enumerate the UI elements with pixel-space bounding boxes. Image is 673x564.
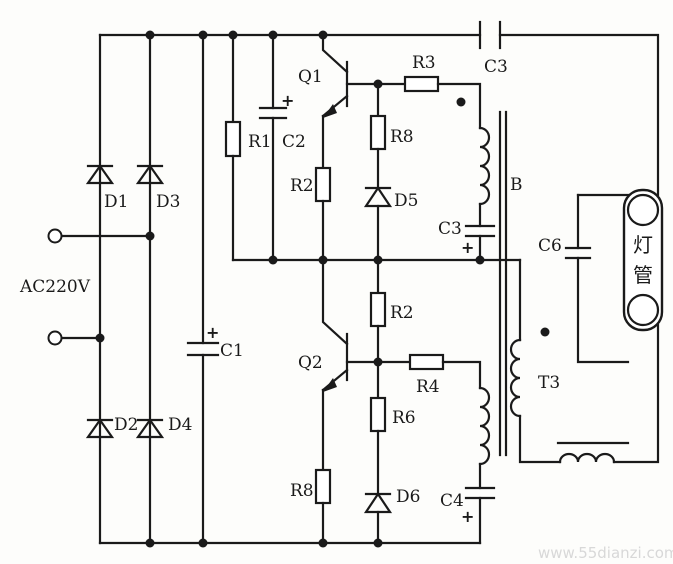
label-d1: D1 bbox=[104, 192, 128, 212]
label-c1: C1 bbox=[220, 341, 244, 361]
plus-c2: + bbox=[281, 91, 294, 110]
label-d3: D3 bbox=[156, 192, 180, 212]
resistor-r6 bbox=[369, 360, 387, 496]
label-q2: Q2 bbox=[298, 353, 323, 373]
label-r8-upper: R8 bbox=[390, 127, 414, 147]
transformer-t3-winding bbox=[509, 258, 562, 464]
ballast-inductor bbox=[556, 323, 660, 464]
resistor-r2-upper bbox=[314, 114, 332, 262]
resistor-r3 bbox=[376, 75, 482, 130]
label-r1: R1 bbox=[248, 132, 272, 152]
label-c2: C2 bbox=[282, 132, 306, 152]
diode-d2 bbox=[85, 418, 115, 439]
top-rail bbox=[98, 33, 660, 197]
plus-c1: + bbox=[206, 323, 219, 342]
label-r2-upper: R2 bbox=[290, 176, 314, 196]
component-labels: D1 D3 AC220V D2 D4 C1 R1 C2 Q1 R2 R8 D5 … bbox=[19, 53, 562, 511]
winding-upper bbox=[456, 97, 491, 228]
polarity-marks: + + + + bbox=[206, 91, 474, 526]
label-c6: C6 bbox=[538, 236, 562, 256]
label-c3-lower: C3 bbox=[438, 219, 462, 239]
resistor-r2-lower bbox=[369, 258, 387, 364]
junction-dots bbox=[95, 30, 485, 548]
label-r4: R4 bbox=[416, 377, 440, 397]
diode-d5 bbox=[363, 186, 393, 262]
diode-d6 bbox=[363, 492, 393, 545]
winding-lower bbox=[478, 386, 491, 490]
resistor-r1 bbox=[224, 33, 242, 262]
label-b: B bbox=[510, 175, 523, 195]
diode-d4 bbox=[135, 418, 165, 439]
capacitor-c3-top bbox=[478, 20, 502, 50]
watermark: www.55dianzi.com bbox=[538, 544, 673, 562]
capacitor-c1 bbox=[186, 33, 220, 545]
label-d4: D4 bbox=[168, 415, 192, 435]
label-c4: C4 bbox=[440, 491, 464, 511]
label-d5: D5 bbox=[394, 191, 418, 211]
transistor-q1 bbox=[321, 33, 380, 118]
diode-d3 bbox=[135, 164, 165, 185]
label-d2: D2 bbox=[114, 415, 138, 435]
lamp-tube bbox=[622, 188, 664, 332]
label-r6: R6 bbox=[392, 408, 416, 428]
label-r8-lower: R8 bbox=[290, 481, 314, 501]
resistor-r8-upper bbox=[369, 82, 387, 190]
label-d6: D6 bbox=[396, 487, 420, 507]
bridge-rectifier bbox=[85, 33, 165, 545]
lamp-label-char-2: 管 bbox=[633, 263, 653, 287]
transformer-core bbox=[498, 110, 508, 457]
diode-d1 bbox=[85, 164, 115, 185]
plus-c3: + bbox=[461, 238, 474, 257]
capacitor-c2 bbox=[258, 33, 288, 262]
label-r3: R3 bbox=[412, 53, 436, 73]
resistor-r8-lower bbox=[314, 388, 332, 545]
capacitor-c6 bbox=[564, 193, 630, 364]
resistor-r4 bbox=[376, 353, 482, 390]
lamp-label-char-1: 灯 bbox=[633, 233, 653, 257]
ac-input bbox=[47, 228, 152, 346]
transistor-q2 bbox=[321, 258, 380, 392]
label-c3-top: C3 bbox=[484, 57, 508, 77]
label-r2-lower: R2 bbox=[390, 303, 414, 323]
lamp-label: 灯 管 bbox=[633, 233, 653, 287]
label-ac-input: AC220V bbox=[19, 277, 91, 297]
label-q1: Q1 bbox=[298, 67, 323, 87]
label-t3: T3 bbox=[538, 373, 560, 393]
capacitor-c4 bbox=[464, 486, 496, 545]
plus-c4: + bbox=[461, 507, 474, 526]
